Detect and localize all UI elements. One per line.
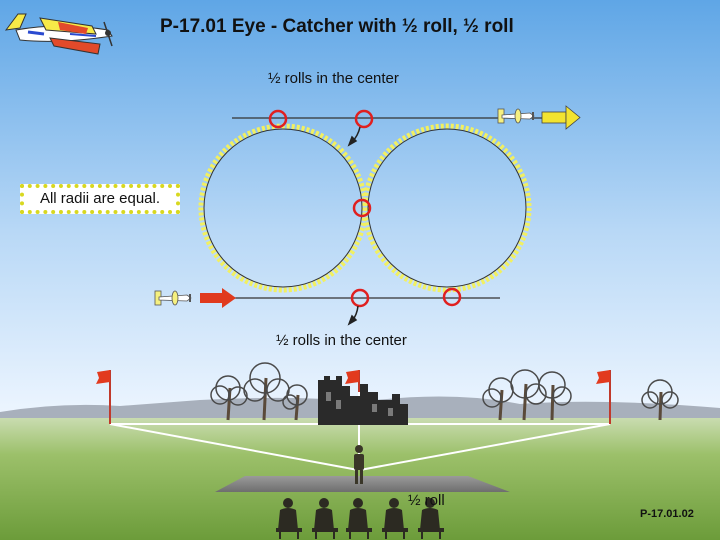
radii-note-box: All radii are equal.	[20, 184, 180, 214]
radii-note: All radii are equal.	[40, 190, 160, 207]
pilot-roll-label: ½ roll	[408, 492, 445, 509]
figure-code: P-17.01.02	[640, 508, 694, 520]
page-title: P-17.01 Eye - Catcher with ½ roll, ½ rol…	[160, 16, 514, 38]
top-rolls-label: ½ rolls in the center	[268, 70, 399, 87]
bottom-rolls-label: ½ rolls in the center	[276, 332, 407, 349]
